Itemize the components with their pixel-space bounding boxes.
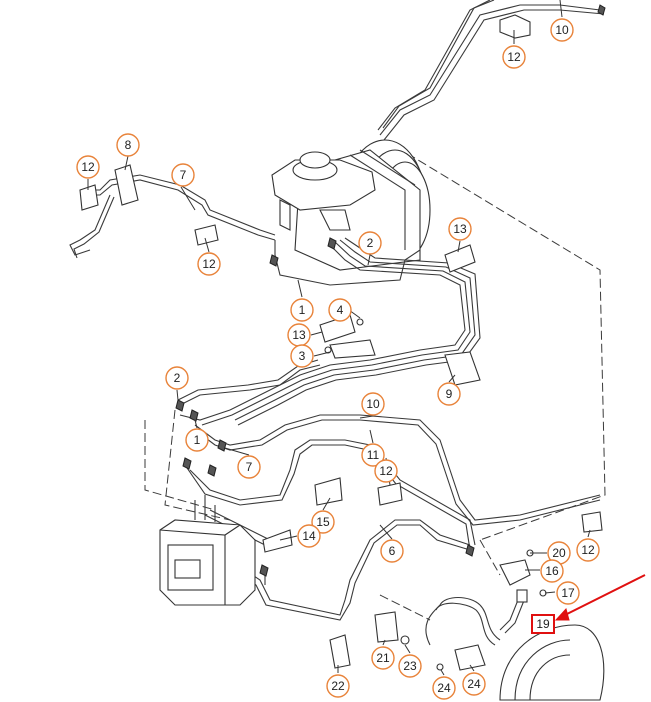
svg-text:10: 10 xyxy=(555,23,569,37)
svg-text:4: 4 xyxy=(337,303,344,317)
svg-text:11: 11 xyxy=(367,448,380,462)
callout: 7 xyxy=(237,455,261,479)
svg-text:21: 21 xyxy=(376,651,390,665)
callout: 1 xyxy=(185,428,209,452)
callout: 23 xyxy=(398,654,422,678)
svg-text:12: 12 xyxy=(581,543,595,557)
svg-text:10: 10 xyxy=(366,397,380,411)
callout: 8 xyxy=(116,133,140,157)
red-arrow xyxy=(554,574,646,621)
callout: 13 xyxy=(287,323,311,347)
callout: 12 xyxy=(576,538,600,562)
svg-text:24: 24 xyxy=(467,677,481,691)
svg-text:15: 15 xyxy=(316,515,330,529)
svg-text:12: 12 xyxy=(202,257,216,271)
callout: 24 xyxy=(462,672,486,696)
highlighted-callout: 19 xyxy=(531,614,555,634)
svg-text:3: 3 xyxy=(299,349,306,363)
svg-text:22: 22 xyxy=(331,679,345,693)
svg-text:12: 12 xyxy=(379,464,393,478)
svg-text:7: 7 xyxy=(180,168,187,182)
callout: 12 xyxy=(76,155,100,179)
svg-text:23: 23 xyxy=(403,659,417,673)
svg-text:13: 13 xyxy=(453,222,467,236)
svg-text:2: 2 xyxy=(367,236,374,250)
callout: 4 xyxy=(328,298,352,322)
svg-text:1: 1 xyxy=(194,433,201,447)
callout: 21 xyxy=(371,646,395,670)
brake-hose xyxy=(425,589,528,646)
svg-text:8: 8 xyxy=(125,138,132,152)
svg-text:12: 12 xyxy=(507,50,521,64)
svg-text:13: 13 xyxy=(292,328,306,342)
callout: 2 xyxy=(165,366,189,390)
callout: 12 xyxy=(197,252,221,276)
svg-text:12: 12 xyxy=(81,160,95,174)
svg-text:9: 9 xyxy=(446,387,453,401)
callout: 2 xyxy=(358,231,382,255)
callout: 6 xyxy=(380,539,404,563)
callout: 3 xyxy=(290,344,314,368)
callout: 10 xyxy=(550,18,574,42)
svg-text:1: 1 xyxy=(299,303,306,317)
callout: 22 xyxy=(326,674,350,698)
upper-brake-pipes xyxy=(377,0,605,141)
leader-lines xyxy=(87,0,591,676)
svg-text:19: 19 xyxy=(536,617,550,631)
svg-text:16: 16 xyxy=(545,564,559,578)
callout: 24 xyxy=(432,676,456,700)
svg-text:2: 2 xyxy=(174,371,181,385)
callout: 9 xyxy=(437,382,461,406)
svg-text:17: 17 xyxy=(561,586,575,600)
brackets-and-clips xyxy=(79,4,606,671)
callout: 12 xyxy=(374,459,398,483)
reference-frame xyxy=(144,139,606,621)
callout: 11 xyxy=(361,443,385,467)
svg-text:14: 14 xyxy=(302,529,316,543)
callout: 16 xyxy=(540,559,564,583)
svg-text:6: 6 xyxy=(389,544,396,558)
callout: 12 xyxy=(502,45,526,69)
callout: 17 xyxy=(556,581,580,605)
brake-disc xyxy=(499,624,605,701)
brake-fluid-reservoir xyxy=(271,151,376,231)
callout: 15 xyxy=(311,510,335,534)
svg-text:20: 20 xyxy=(552,546,566,560)
callout: 20 xyxy=(547,541,571,565)
callout: 7 xyxy=(171,163,195,187)
abs-hydraulic-unit xyxy=(159,495,256,606)
callout: 10 xyxy=(361,392,385,416)
callout: 1 xyxy=(290,298,314,322)
callout: 13 xyxy=(448,217,472,241)
svg-text:7: 7 xyxy=(246,460,253,474)
svg-text:24: 24 xyxy=(437,681,451,695)
callout: 14 xyxy=(297,524,321,548)
